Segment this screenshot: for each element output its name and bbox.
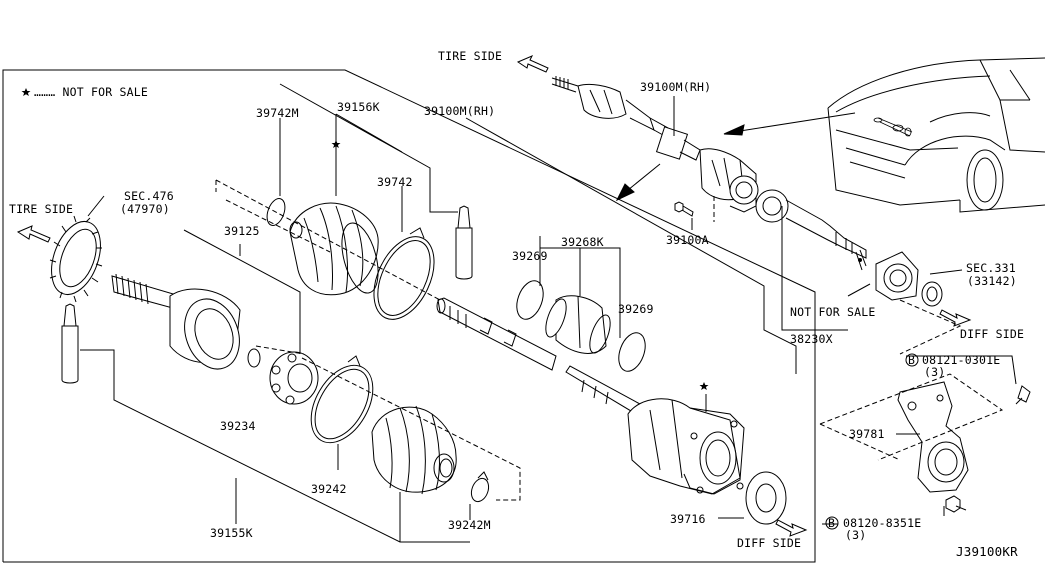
boot-band-39742m bbox=[266, 198, 286, 226]
part-38230x[interactable]: 38230X bbox=[790, 332, 833, 346]
label-diff-side-right: DIFF SIDE bbox=[960, 327, 1025, 341]
bolt-marker-1 bbox=[905, 353, 919, 367]
part-39234[interactable]: 39234 bbox=[220, 419, 256, 433]
upper-dashed-leaders bbox=[713, 196, 962, 355]
diagram-code: J39100KR bbox=[956, 544, 1018, 559]
boot-band-39242 bbox=[310, 355, 374, 444]
diff-side-arrow-bottom bbox=[775, 519, 808, 537]
legend-star-icon bbox=[21, 88, 31, 96]
bolt-39100a bbox=[674, 201, 694, 217]
grease-tube-left bbox=[61, 303, 79, 384]
tire-side-arrow-left bbox=[16, 225, 51, 243]
damper-39268k bbox=[545, 295, 611, 354]
part-39269-left[interactable]: 39269 bbox=[512, 249, 548, 263]
ref-sec331-sub: (33142) bbox=[967, 274, 1017, 288]
seal-39716 bbox=[745, 471, 787, 525]
main-frame bbox=[2, 69, 816, 563]
tire-side-arrow-top bbox=[516, 55, 549, 73]
star-marker-housing bbox=[699, 382, 709, 390]
abs-sensor-ring bbox=[49, 215, 103, 303]
lower-shaft bbox=[565, 365, 641, 415]
part-39156k[interactable]: 39156K bbox=[337, 100, 380, 114]
label-not-for-sale: NOT FOR SALE bbox=[790, 305, 876, 319]
part-39100m-rh-top[interactable]: 39100M(RH) bbox=[640, 80, 712, 94]
part-39781[interactable]: 39781 bbox=[849, 427, 885, 441]
part-39125[interactable]: 39125 bbox=[224, 224, 260, 238]
part-39742m[interactable]: 39742M bbox=[256, 106, 299, 120]
bolt-marker-2-letter: B bbox=[828, 516, 836, 530]
bolt-marker-1-letter: B bbox=[908, 353, 916, 367]
part-08121-0301e[interactable]: 08121-0301E bbox=[922, 353, 1001, 367]
clamp-39269-left bbox=[516, 280, 544, 320]
bolt-08121-0301e bbox=[1015, 385, 1031, 405]
bolt-marker-2 bbox=[825, 516, 839, 530]
part-39242m[interactable]: 39242M bbox=[448, 518, 491, 532]
bolt-08120-8351e bbox=[945, 495, 967, 513]
part-39716[interactable]: 39716 bbox=[670, 512, 706, 526]
pointer-arrow-to-shaft bbox=[723, 112, 856, 136]
ref-sec331[interactable]: SEC.331 bbox=[966, 261, 1016, 275]
part-39155k[interactable]: 39155K bbox=[210, 526, 253, 540]
snap-ring-39234 bbox=[247, 348, 261, 368]
leader-sec476 bbox=[87, 195, 105, 217]
bearing-housing-sec331 bbox=[875, 251, 943, 307]
label-tire-side-top: TIRE SIDE bbox=[438, 49, 503, 63]
part-08121-0301e-qty: (3) bbox=[924, 365, 946, 379]
bracket-39781 bbox=[897, 381, 969, 493]
part-39242[interactable]: 39242 bbox=[311, 482, 347, 496]
boot-39155k bbox=[371, 405, 457, 495]
bracket-dashed-leaders bbox=[819, 373, 1004, 461]
pointer-arrow-down bbox=[615, 163, 661, 202]
ref-sec476[interactable]: SEC.476 bbox=[124, 189, 174, 203]
assembled-driveshaft bbox=[551, 76, 867, 271]
outer-cv-joint bbox=[111, 273, 241, 370]
part-39100a[interactable]: 39100A bbox=[666, 233, 709, 247]
upper-right-leaders bbox=[673, 96, 1017, 525]
part-39269-right[interactable]: 39269 bbox=[618, 302, 654, 316]
boot-39156k bbox=[289, 202, 379, 296]
inner-joint-housing bbox=[627, 398, 745, 495]
leader-lines bbox=[80, 83, 797, 543]
diff-side-arrow-right bbox=[939, 309, 972, 327]
star-marker-boot bbox=[331, 140, 341, 148]
label-tire-side-left: TIRE SIDE bbox=[9, 202, 74, 216]
ref-sec476-sub: (47970) bbox=[120, 202, 170, 216]
inner-race bbox=[269, 351, 319, 405]
part-39742[interactable]: 39742 bbox=[377, 175, 413, 189]
label-diff-side-bottom: DIFF SIDE bbox=[737, 536, 802, 550]
part-08120-8351e-qty: (3) bbox=[845, 528, 867, 542]
grease-tube-top bbox=[455, 205, 473, 280]
part-08120-8351e[interactable]: 08120-8351E bbox=[843, 516, 922, 530]
boot-band-39742 bbox=[373, 227, 435, 320]
car-illustration bbox=[827, 57, 1045, 213]
legend-not-for-sale: ……… NOT FOR SALE bbox=[34, 85, 148, 99]
intermediate-shaft bbox=[436, 297, 557, 371]
boot-band-39242m bbox=[470, 471, 490, 503]
part-39100m-rh[interactable]: 39100M(RH) bbox=[424, 104, 496, 118]
clamp-39269-right bbox=[618, 332, 646, 372]
part-39268k[interactable]: 39268K bbox=[561, 235, 604, 249]
exploded-dashed-leaders bbox=[215, 179, 521, 501]
